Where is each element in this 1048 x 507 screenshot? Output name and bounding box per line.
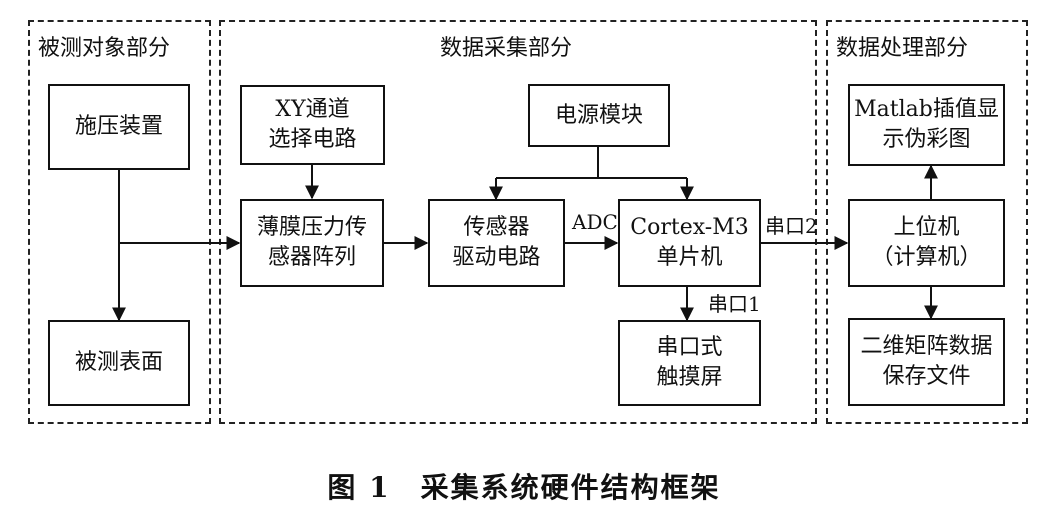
label-serial1: 串口1 [708, 292, 761, 316]
block-mcu: Cortex-M3 单片机 [618, 199, 761, 287]
block-film-sensor-line2: 感器阵列 [267, 245, 356, 270]
block-xy-select-line2: 选择电路 [268, 127, 357, 152]
figure-caption: 图 1 采集系统硬件结构框架 [0, 466, 1048, 506]
block-driver: 传感器 驱动电路 [428, 199, 565, 287]
block-driver-line1: 传感器 [463, 215, 530, 240]
block-mcu-line1: Cortex-M3 [630, 215, 749, 240]
block-film-sensor: 薄膜压力传 感器阵列 [240, 199, 384, 287]
block-matlab-line1: Matlab插值显 [854, 97, 999, 122]
block-host-line1: 上位机 [893, 215, 960, 240]
block-film-sensor-line1: 薄膜压力传 [256, 215, 367, 240]
block-save-file-line1: 二维矩阵数据 [860, 334, 993, 359]
block-driver-line2: 驱动电路 [452, 245, 541, 270]
block-save-file: 二维矩阵数据 保存文件 [848, 318, 1005, 406]
label-adc: ADC [572, 210, 618, 234]
block-power: 电源模块 [528, 84, 670, 147]
block-pressure-device: 施压装置 [48, 84, 190, 170]
region-processing-title: 数据处理部分 [836, 36, 969, 61]
region-object [28, 20, 211, 424]
block-power-label: 电源模块 [554, 102, 643, 128]
block-pressure-device-label: 施压装置 [74, 114, 163, 139]
block-measured-surface-label: 被测表面 [74, 350, 163, 375]
block-measured-surface: 被测表面 [48, 320, 190, 406]
label-serial2: 串口2 [765, 214, 818, 238]
region-acquisition [219, 20, 817, 424]
block-matlab: Matlab插值显 示伪彩图 [848, 84, 1005, 166]
block-touchscreen-line2: 触摸屏 [656, 365, 723, 390]
block-xy-select: XY通道 选择电路 [240, 85, 385, 165]
block-matlab-line2: 示伪彩图 [882, 127, 971, 152]
region-acquisition-title: 数据采集部分 [440, 36, 573, 61]
block-host: 上位机 （计算机） [848, 199, 1005, 287]
region-object-title: 被测对象部分 [38, 36, 171, 61]
figure-caption-text: 采集系统硬件结构框架 [420, 471, 721, 504]
region-processing [826, 20, 1028, 424]
figure-number: 图 1 [327, 471, 391, 504]
block-host-line2: （计算机） [871, 245, 982, 270]
block-xy-select-line1: XY通道 [275, 97, 350, 122]
block-save-file-line2: 保存文件 [882, 364, 971, 389]
block-mcu-line2: 单片机 [656, 245, 723, 270]
block-touchscreen-line1: 串口式 [656, 335, 723, 360]
block-touchscreen: 串口式 触摸屏 [618, 320, 761, 406]
